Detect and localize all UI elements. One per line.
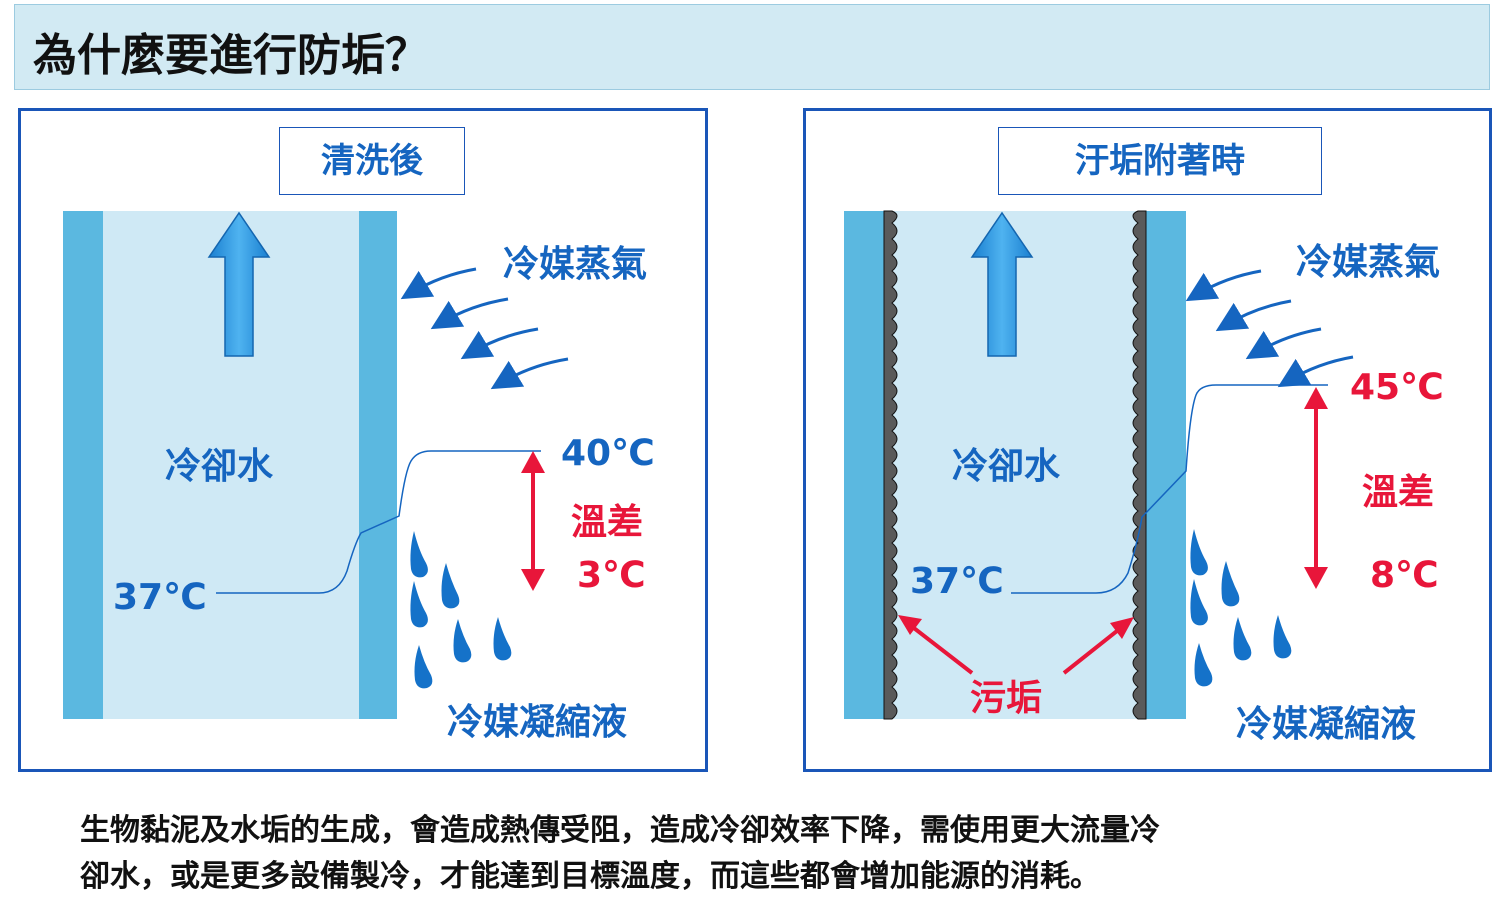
temp-diff-value: 3℃	[577, 555, 646, 596]
temp-diff-label: 溫差	[1362, 472, 1435, 513]
vapor-arrow-icon	[400, 267, 569, 390]
high-temp-label: 45℃	[1350, 367, 1444, 408]
left-pipe-wall	[844, 211, 884, 719]
fouling-pointer-arrow	[898, 615, 1134, 675]
page-title: 為什麼要進行防垢？	[33, 30, 429, 81]
temperature-profile	[1011, 384, 1328, 594]
fouled-panel-title: 汙垢附著時	[998, 127, 1322, 195]
droplet-icon	[410, 531, 512, 689]
cooling-water-label: 冷卻水	[952, 446, 1061, 487]
caption: 生物黏泥及水垢的生成，會造成熱傳受阻，造成冷卻效率下降，需使用更大流量冷 卻水，…	[80, 808, 1460, 900]
caption-line-1: 生物黏泥及水垢的生成，會造成熱傳受阻，造成冷卻效率下降，需使用更大流量冷	[80, 813, 1160, 848]
right-pipe-wall	[359, 211, 397, 719]
water-temp-label: 37℃	[113, 577, 207, 618]
left-pipe-wall	[63, 211, 103, 719]
right-pipe-wall	[1146, 211, 1186, 719]
condensate-label: 冷媒凝縮液	[447, 702, 628, 743]
temp-diff-value: 8℃	[1370, 555, 1439, 596]
clean-diagram	[63, 211, 569, 719]
double-arrow-icon	[1304, 387, 1328, 589]
fouled-diagram	[844, 210, 1354, 720]
double-arrow-icon	[521, 451, 545, 591]
fouled-panel: 汙垢附著時 冷媒蒸氣 冷卻水 45℃ 溫差 8℃ 37℃ 污垢 冷媒凝縮液	[803, 108, 1492, 772]
clean-panel-title: 清洗後	[279, 127, 465, 195]
vapor-arrow-icon	[1185, 269, 1354, 388]
up-arrow-icon	[207, 211, 271, 357]
fouling-label: 污垢	[970, 678, 1043, 719]
clean-panel: 清洗後 冷媒蒸氣 冷卻水 40℃ 溫差 3℃ 37℃ 冷媒凝縮液	[18, 108, 708, 772]
water-temp-label: 37℃	[910, 561, 1004, 602]
cooling-water-label: 冷卻水	[165, 446, 274, 487]
caption-line-2: 卻水，或是更多設備製冷，才能達到目標溫度，而這些都會增加能源的消耗。	[80, 859, 1100, 894]
temp-diff-label: 溫差	[571, 502, 644, 543]
refrigerant-vapor-label: 冷媒蒸氣	[503, 244, 648, 285]
temperature-profile	[216, 450, 541, 594]
title-bar: 為什麼要進行防垢？	[14, 4, 1490, 90]
high-temp-label: 40℃	[561, 433, 655, 474]
up-arrow-icon	[970, 211, 1034, 357]
left-fouling-layer	[883, 210, 898, 720]
refrigerant-vapor-label: 冷媒蒸氣	[1296, 242, 1441, 283]
right-fouling-layer	[1132, 210, 1147, 720]
droplet-icon	[1190, 529, 1292, 687]
condensate-label: 冷媒凝縮液	[1236, 704, 1417, 745]
